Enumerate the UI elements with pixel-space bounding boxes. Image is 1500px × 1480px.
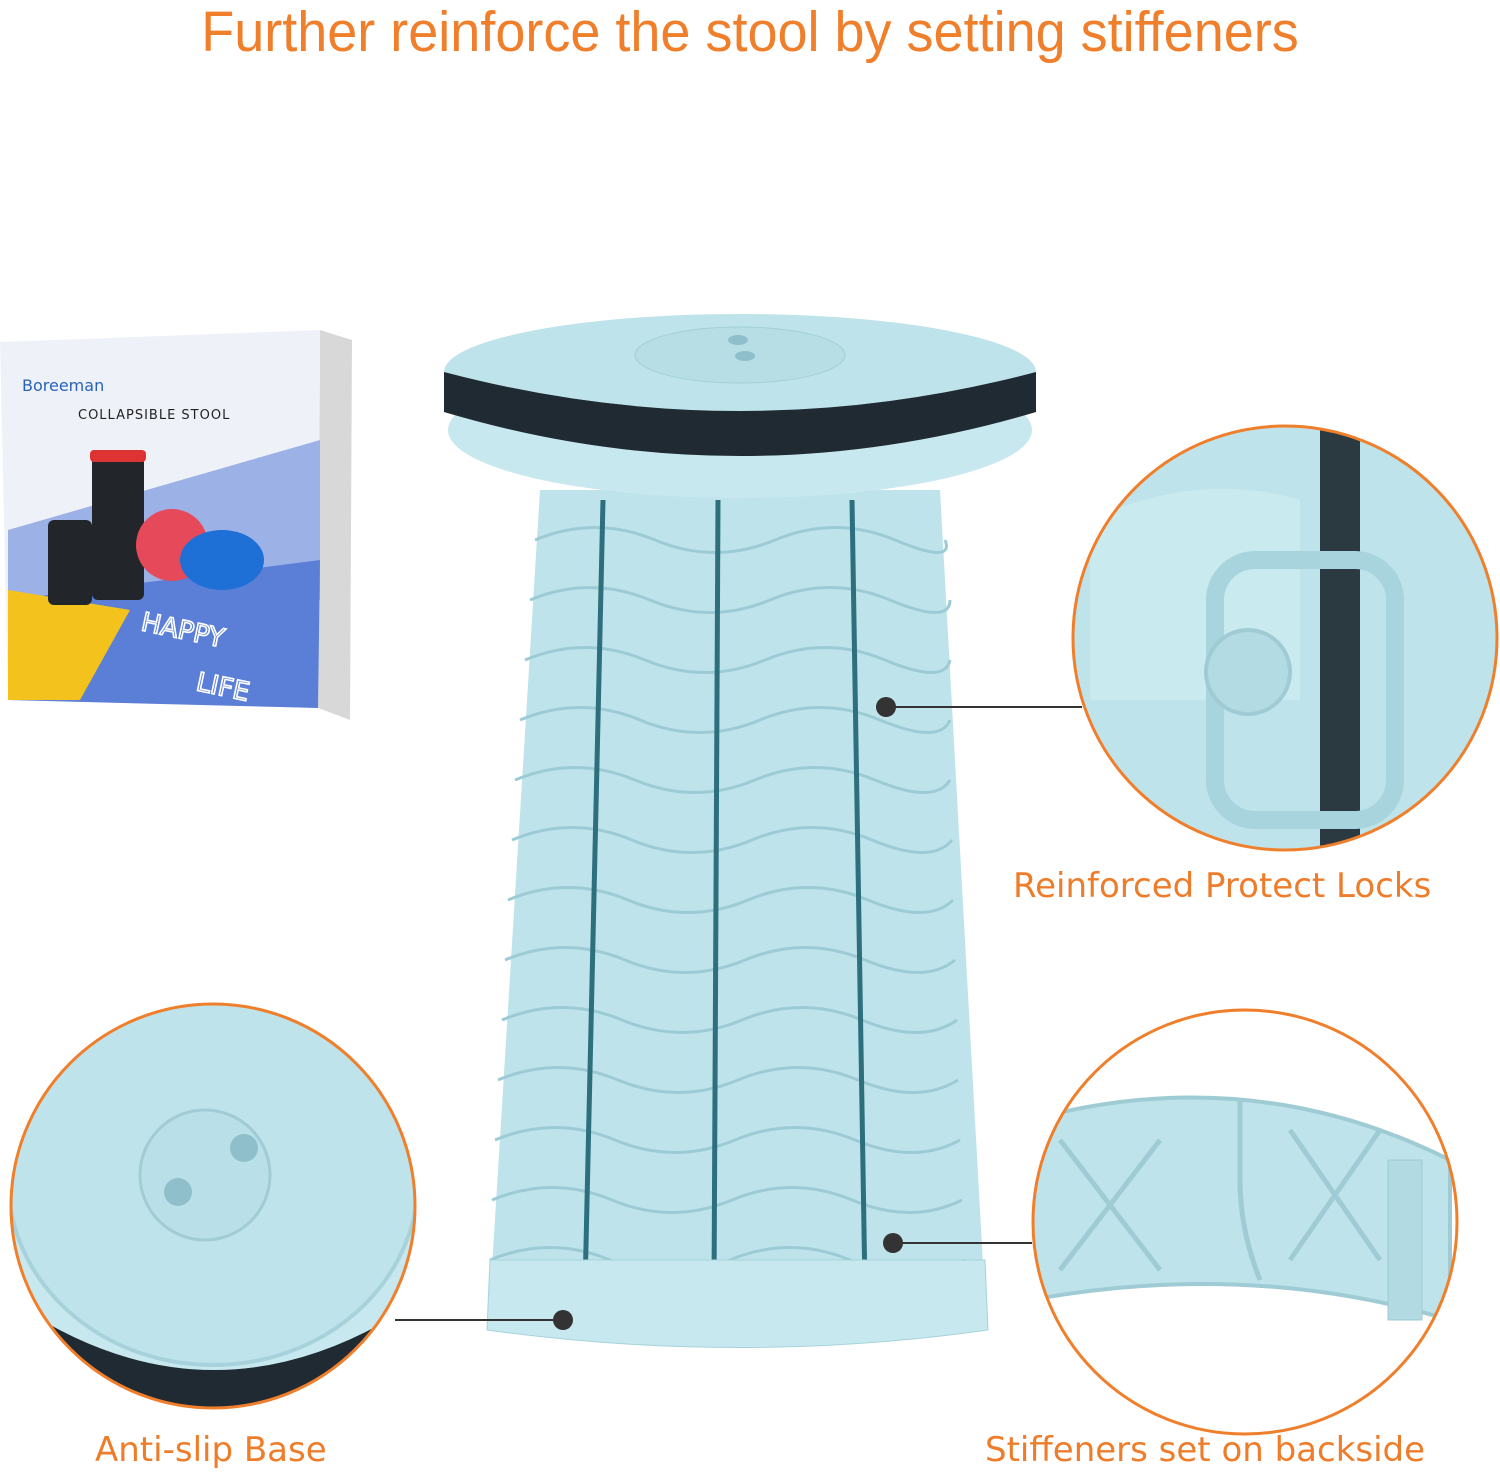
detail-base-circle [9,1002,417,1410]
detail-lock-circle [1071,424,1499,852]
callout-label-locks: Reinforced Protect Locks [1013,866,1432,906]
main-stool [444,314,1036,1348]
box-stool-blue [180,530,264,590]
detail-stiffeners-circle [1031,1008,1459,1436]
callout-pointers [395,697,1082,1330]
callout-label-stiffeners: Stiffeners set on backside [985,1430,1426,1470]
box-product-name: COLLAPSIBLE STOOL [78,408,231,423]
box-brand-logo: Boreeman [22,376,105,395]
product-box: HAPPY LIFE [0,330,352,720]
seat-strap [444,372,1036,456]
page-title: Further reinforce the stool by setting s… [201,0,1299,64]
box-stool-small [48,520,92,605]
callout-label-base: Anti-slip Base [95,1430,327,1470]
lock-knob [1204,628,1292,716]
box-stool-tall [92,455,144,600]
